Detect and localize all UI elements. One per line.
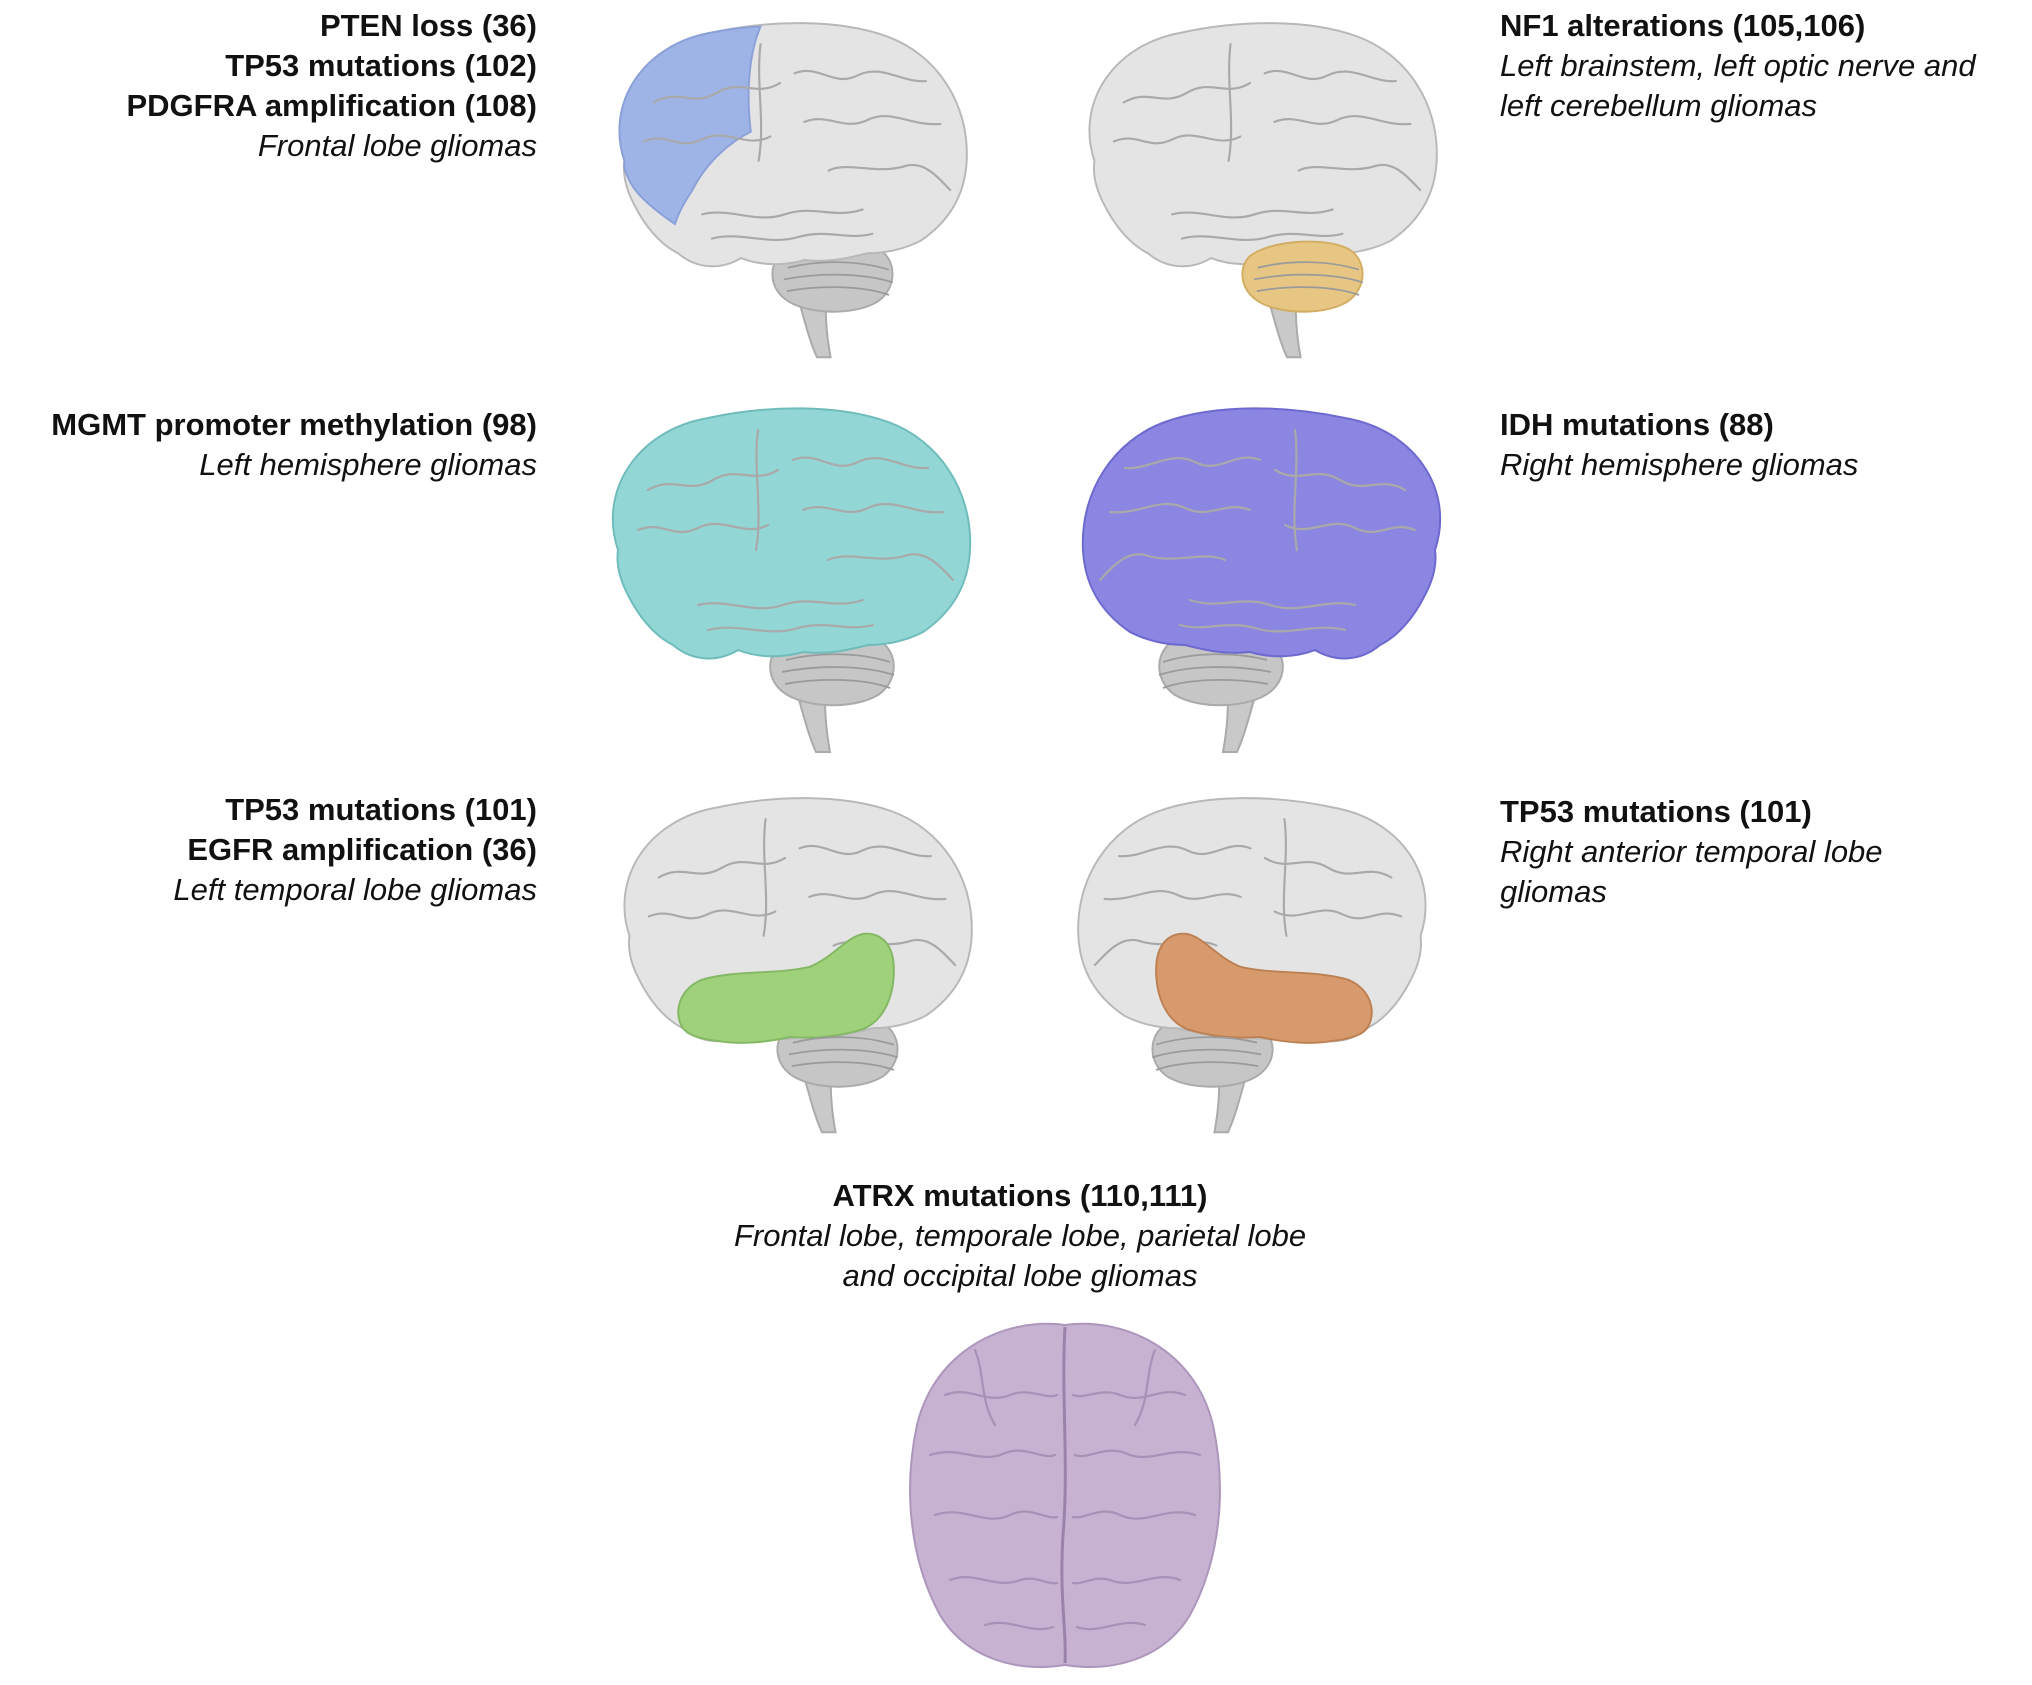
- label-left-temporal: TP53 mutations (101) EGFR amplification …: [173, 790, 537, 910]
- label-nf1-alterations: NF1 alterations (105,106): [1500, 8, 1866, 43]
- brain-left-hemisphere: [611, 407, 972, 753]
- label-frontal-lobe-gliomas: Frontal lobe gliomas: [257, 128, 537, 163]
- brain-right-temporal-lobe: [1077, 797, 1427, 1134]
- label-left-hemisphere: MGMT promoter methylation (98) Left hemi…: [51, 405, 537, 485]
- brain-left-temporal-lobe: [623, 797, 973, 1134]
- label-left-temporal-lobe-gliomas: Left temporal lobe gliomas: [173, 872, 537, 907]
- label-idh-mutations: IDH mutations (88): [1500, 407, 1774, 442]
- brain-top-view-all-lobes: [909, 1322, 1221, 1668]
- label-tp53-mutations-102: TP53 mutations (102): [225, 48, 537, 83]
- label-tp53-mutations-101-left: TP53 mutations (101): [225, 792, 537, 827]
- label-frontal: PTEN loss (36) TP53 mutations (102) PDGF…: [126, 6, 537, 166]
- label-right-hemisphere: IDH mutations (88) Right hemisphere glio…: [1500, 405, 1858, 485]
- brain-frontal-lobe: [618, 22, 968, 359]
- label-left-brainstem-note: Left brainstem, left optic nerve and: [1500, 48, 1976, 83]
- label-cerebellum: NF1 alterations (105,106) Left brainstem…: [1500, 6, 1976, 126]
- label-right-hemisphere-gliomas: Right hemisphere gliomas: [1500, 447, 1859, 482]
- label-lobes-note: Frontal lobe, temporale lobe, parietal l…: [733, 1218, 1307, 1253]
- brain-cerebellum: [1088, 22, 1438, 359]
- label-right-anterior-temporal-note: Right anterior temporal lobe: [1500, 834, 1883, 869]
- label-tp53-mutations-101-right: TP53 mutations (101): [1500, 794, 1812, 829]
- brain-right-hemisphere: [1081, 407, 1442, 753]
- label-pdgfra-amplification: PDGFRA amplification (108): [126, 88, 537, 123]
- label-left-hemisphere-gliomas: Left hemisphere gliomas: [199, 447, 537, 482]
- label-right-temporal-gliomas: gliomas: [1500, 874, 1607, 909]
- label-pten-loss: PTEN loss (36): [319, 8, 537, 43]
- label-occipital-lobe-gliomas: and occipital lobe gliomas: [842, 1258, 1198, 1293]
- label-atrx-mutations: ATRX mutations (110,111): [832, 1178, 1208, 1213]
- highlight-right-hemisphere: [1081, 407, 1442, 660]
- label-mgmt-promoter-methylation: MGMT promoter methylation (98): [51, 407, 537, 442]
- label-left-cerebellum-gliomas: left cerebellum gliomas: [1500, 88, 1818, 123]
- highlight-left-hemisphere: [611, 407, 972, 660]
- label-all-lobes: ATRX mutations (110,111) Frontal lobe, t…: [660, 1176, 1380, 1296]
- label-egfr-amplification: EGFR amplification (36): [187, 832, 537, 867]
- highlight-cerebellum: [1241, 240, 1364, 313]
- label-right-temporal: TP53 mutations (101) Right anterior temp…: [1500, 792, 1883, 912]
